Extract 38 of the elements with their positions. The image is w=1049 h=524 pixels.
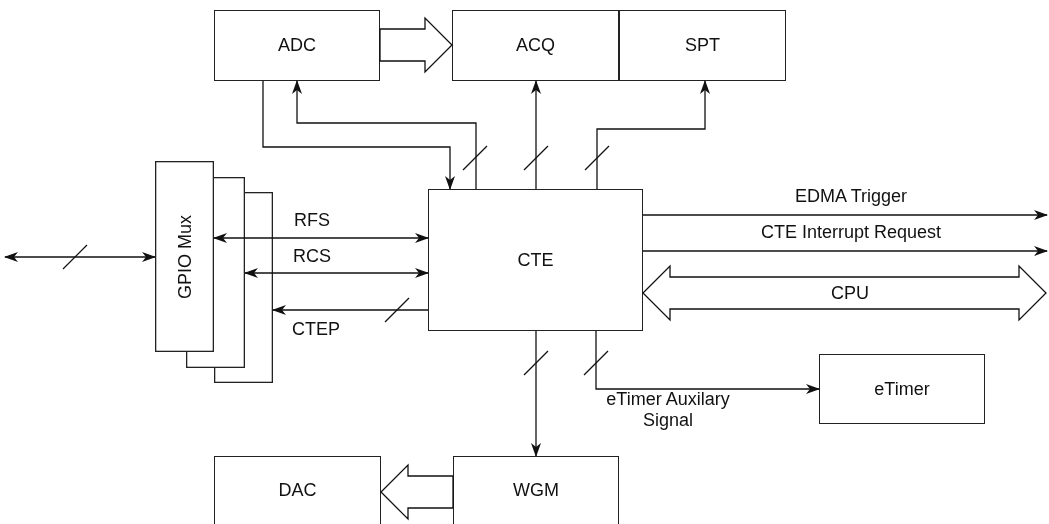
edge-label: RCS	[293, 245, 331, 267]
edge-label: CTE Interrupt Request	[760, 221, 942, 243]
bus-arrow	[380, 463, 454, 521]
block-label: eTimer	[874, 378, 930, 400]
arrow	[262, 80, 455, 190]
block-box	[428, 189, 643, 331]
block-box	[453, 456, 619, 524]
edge-label: CTEP	[292, 318, 340, 340]
block-label: WGM	[513, 480, 559, 501]
edge-label: EDMA Trigger	[795, 185, 907, 207]
arrow	[531, 330, 541, 457]
edge-label: eTimer Auxilary Signal	[605, 389, 731, 431]
double-arrow	[4, 252, 156, 262]
block-box	[819, 354, 985, 424]
block-label: ADC	[278, 35, 316, 56]
stacked-mux-box	[155, 161, 273, 383]
arrow	[642, 246, 1048, 256]
block-box	[452, 10, 619, 81]
double-arrow	[213, 233, 429, 243]
block-box	[214, 10, 380, 81]
arrow	[272, 305, 429, 315]
block-label: CTE	[517, 249, 554, 271]
block-label: ACQ	[516, 35, 555, 56]
bus-arrow	[379, 16, 453, 74]
block-box	[619, 10, 786, 81]
block-label: DAC	[278, 480, 317, 501]
edge-label: CPU	[831, 282, 869, 304]
double-arrow	[244, 268, 429, 278]
arrow	[595, 330, 820, 394]
bus-arrow	[642, 264, 1047, 322]
edge-label: RFS	[294, 209, 330, 231]
block-label: SPT	[685, 35, 720, 56]
arrow	[642, 210, 1048, 220]
arrow	[292, 80, 477, 190]
block-box	[214, 456, 381, 524]
arrow	[531, 80, 541, 190]
arrow	[596, 80, 710, 190]
block-label: GPIO Mux	[174, 214, 195, 299]
